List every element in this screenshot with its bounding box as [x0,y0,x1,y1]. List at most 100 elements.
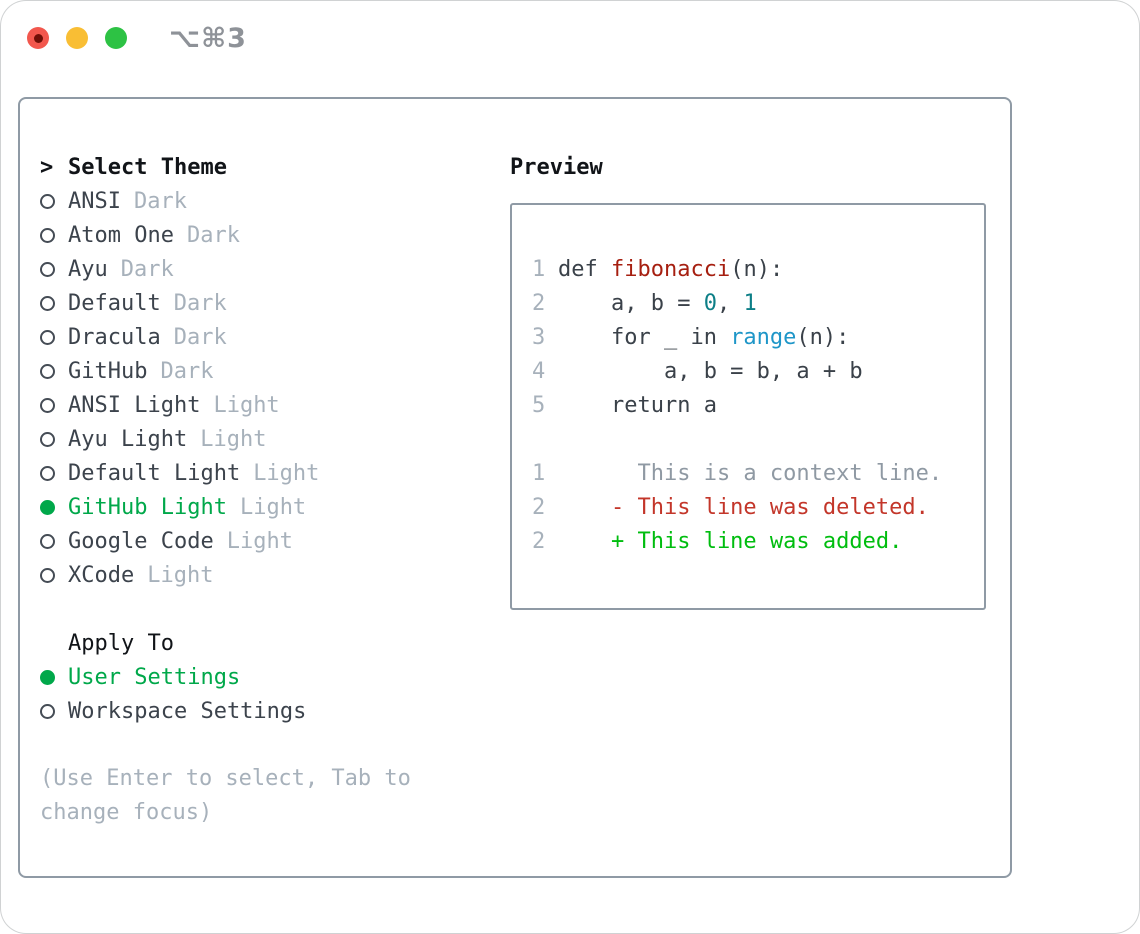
theme-item[interactable]: Default Light Light [40,456,460,490]
code-line: 4 a, b = b, a + b [532,354,984,388]
prompt-marker: > [40,155,68,180]
spacer [40,592,460,626]
code-text: def fibonacci(n): [558,256,784,282]
radio-icon [40,329,55,345]
theme-item-label: Default Light [68,460,241,486]
theme-item[interactable]: XCode Light [40,558,460,592]
theme-item[interactable]: Ayu Light Light [40,422,460,456]
theme-item-label: GitHub Light [68,494,227,520]
theme-item[interactable]: ANSI Light Light [40,388,460,422]
theme-list: ANSI Dark Atom One Dark Ayu Dark Default… [40,184,460,592]
theme-item-tag: Dark [160,358,214,384]
apply-to-option[interactable]: Workspace Settings [40,694,460,728]
close-button[interactable] [27,27,49,49]
code-text: a, b = 0, 1 [558,290,757,316]
radio-icon [40,669,55,685]
window-hotkey-label: ⌥⌘3 [169,22,247,54]
preview-box: 1 def fibonacci(n): 2 a, b = 0, 1 3 for … [510,203,986,610]
theme-item-label: Atom One [68,222,174,248]
zoom-button[interactable] [105,27,127,49]
theme-item-tag: Light [239,494,307,520]
titlebar: ⌥⌘3 [0,0,1140,76]
theme-item-tag: Dark [186,222,240,248]
theme-item-label: Dracula [68,324,161,350]
apply-to-option-label: Workspace Settings [68,698,307,724]
code-text: for _ in range(n): [558,324,850,350]
code-line: 2 + This line was added. [532,524,984,558]
radio-icon [40,465,55,481]
code-text: return a [558,392,717,418]
theme-item-label: Ayu [68,256,108,282]
theme-item-tag: Dark [173,290,227,316]
line-number: 3 [532,324,546,350]
line-number: 5 [532,392,546,418]
theme-item[interactable]: Google Code Light [40,524,460,558]
theme-item-label: GitHub [68,358,148,384]
code-text: a, b = b, a + b [558,358,863,384]
line-number: 1 [532,256,546,282]
theme-item-tag: Dark [173,324,227,350]
theme-item-tag: Dark [120,256,174,282]
code-line [532,422,984,456]
minimize-button[interactable] [66,27,88,49]
theme-item-label: XCode [68,562,135,588]
radio-icon [40,703,55,719]
keyboard-hint: (Use Enter to select, Tab to change focu… [40,766,411,825]
theme-item[interactable]: GitHub Light Light [40,490,460,524]
preview-title: Preview [510,154,603,180]
radio-icon [40,295,55,311]
radio-icon [40,261,55,277]
apply-to-option-label: User Settings [68,664,241,690]
theme-item-tag: Light [200,426,267,452]
line-number: 2 [532,290,546,316]
select-theme-title: Select Theme [68,154,227,180]
close-dot-icon [33,33,43,43]
code-line: 2 a, b = 0, 1 [532,286,984,320]
apply-to-title: Apply To [68,630,174,656]
theme-item-tag: Light [226,528,293,554]
radio-icon [40,499,55,515]
theme-picker-panel: > Select Theme ANSI Dark Atom One Dark A… [18,97,1012,878]
line-number: 2 [532,528,546,554]
apply-to-option[interactable]: User Settings [40,660,460,694]
code-line: 5 return a [532,388,984,422]
apply-to-list: User Settings Workspace Settings [40,660,460,728]
theme-item-label: Ayu Light [68,426,188,452]
code-line: 2 - This line was deleted. [532,490,984,524]
select-theme-header: > Select Theme [40,150,460,184]
apply-to-header: Apply To [40,626,460,660]
radio-icon [40,193,55,209]
theme-item[interactable]: Atom One Dark [40,218,460,252]
traffic-lights [27,27,127,49]
theme-item[interactable]: Ayu Dark [40,252,460,286]
theme-item[interactable]: ANSI Dark [40,184,460,218]
radio-icon [40,363,55,379]
prompt-char: > [40,154,54,180]
theme-item-label: ANSI [68,188,121,214]
radio-icon [40,397,55,413]
radio-icon [40,431,55,447]
line-number: 4 [532,358,546,384]
theme-item-tag: Light [213,392,280,418]
theme-item[interactable]: Dracula Dark [40,320,460,354]
theme-item-label: Default [68,290,161,316]
radio-icon [40,567,55,583]
theme-item[interactable]: GitHub Dark [40,354,460,388]
code-text: This is a context line. [558,460,943,486]
code-line: 1 def fibonacci(n): [532,252,984,286]
line-number: 1 [532,460,546,486]
code-line: 1 This is a context line. [532,456,984,490]
spacer [40,728,460,762]
code-block: 1 def fibonacci(n): 2 a, b = 0, 1 3 for … [532,252,984,558]
line-number: 2 [532,494,546,520]
theme-item-tag: Dark [133,188,187,214]
code-text: + This line was added. [558,528,903,554]
radio-icon [40,533,55,549]
code-text: - This line was deleted. [558,494,929,520]
theme-item-label: Google Code [68,528,214,554]
code-line: 3 for _ in range(n): [532,320,984,354]
theme-item-tag: Light [147,562,214,588]
theme-item-label: ANSI Light [68,392,201,418]
theme-item[interactable]: Default Dark [40,286,460,320]
